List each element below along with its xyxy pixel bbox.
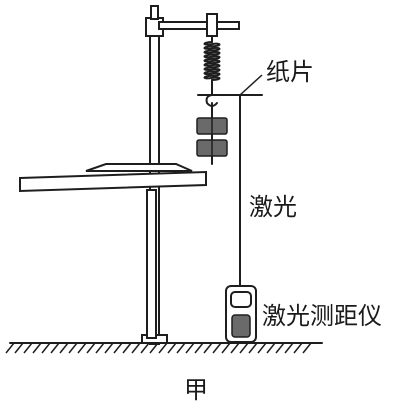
- ground-hatch-line: [203, 342, 213, 354]
- paper-leader: [239, 74, 263, 96]
- table: [19, 163, 207, 339]
- ground-hatch-line: [14, 342, 24, 354]
- ground-hatch-line: [86, 342, 96, 354]
- ground-hatch-line: [275, 342, 285, 354]
- ground-hatch-line: [41, 342, 51, 354]
- ground-hatch-line: [176, 342, 186, 354]
- laser-rangefinder: [225, 285, 257, 343]
- label-laser: 激光: [249, 193, 297, 221]
- ground-hatch-line: [257, 342, 267, 354]
- ground-hatch-line: [50, 342, 60, 354]
- ground-hatch-line: [212, 342, 222, 354]
- ground-hatch-line: [230, 342, 240, 354]
- ground-hatch-line: [194, 342, 204, 354]
- ground-hatch-line: [293, 342, 303, 354]
- ground-hatch-line: [68, 342, 78, 354]
- ground-hatch-line: [248, 342, 258, 354]
- caption: 甲: [184, 376, 208, 404]
- weights: [196, 102, 228, 165]
- ground-hatch-line: [95, 342, 105, 354]
- ground-hatch-line: [122, 342, 132, 354]
- horizontal-arm: [158, 13, 240, 37]
- ground-hatch-line: [104, 342, 114, 354]
- ground-hatch-line: [32, 342, 42, 354]
- ground-hatch-line: [167, 342, 177, 354]
- ground-hatch-line: [221, 342, 231, 354]
- ground-hatch-line: [77, 342, 87, 354]
- ground-hatch-line: [131, 342, 141, 354]
- label-rangefinder: 激光测距仪: [262, 302, 382, 330]
- ground-hatch-line: [239, 342, 249, 354]
- ground-hatch-line: [266, 342, 276, 354]
- ground-hatch-line: [158, 342, 168, 354]
- ground-hatch-line: [59, 342, 69, 354]
- ground-hatch-line: [113, 342, 123, 354]
- label-paper: 纸片: [266, 58, 314, 86]
- ground-hatch-line: [23, 342, 33, 354]
- ground: [5, 342, 323, 354]
- ground-hatch-line: [185, 342, 195, 354]
- ground-hatch-line: [140, 342, 150, 354]
- ground-hatch-line: [5, 342, 15, 354]
- ground-hatch-line: [284, 342, 294, 354]
- ground-hatch-line: [302, 342, 312, 354]
